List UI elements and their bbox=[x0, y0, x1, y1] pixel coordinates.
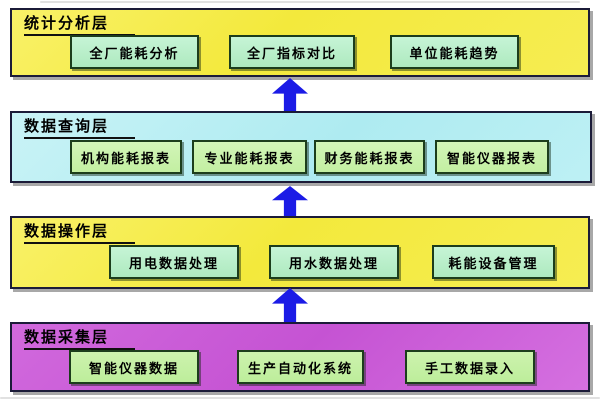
scan-artifact-top bbox=[40, 1, 580, 3]
layer-title: 数据操作层 bbox=[24, 222, 136, 245]
node-box: 生产自动化系统 bbox=[237, 350, 364, 384]
up-arrow bbox=[272, 288, 308, 322]
node-box: 手工数据录入 bbox=[405, 350, 535, 384]
node-box: 单位能耗趋势 bbox=[390, 35, 519, 69]
layer-title: 数据采集层 bbox=[24, 328, 136, 351]
layer-band-data-query: 数据查询层 机构能耗报表 专业能耗报表 财务能耗报表 智能仪器报表 bbox=[10, 111, 592, 183]
scan-artifact-bottom bbox=[0, 397, 600, 399]
layer-band-statistical-analysis: 统计分析层 全厂能耗分析 全厂指标对比 单位能耗趋势 bbox=[10, 8, 590, 77]
node-box: 智能仪器数据 bbox=[69, 350, 199, 384]
node-box: 机构能耗报表 bbox=[70, 140, 182, 174]
node-box: 用水数据处理 bbox=[269, 245, 399, 279]
layer-band-data-operation: 数据操作层 用电数据处理 用水数据处理 耗能设备管理 bbox=[10, 216, 590, 289]
up-arrow bbox=[272, 186, 308, 217]
node-box: 用电数据处理 bbox=[109, 245, 239, 279]
up-arrow bbox=[272, 78, 308, 112]
node-box: 全厂能耗分析 bbox=[70, 35, 199, 69]
layer-band-data-collection: 数据采集层 智能仪器数据 生产自动化系统 手工数据录入 bbox=[10, 322, 590, 392]
node-box: 财务能耗报表 bbox=[314, 140, 425, 174]
node-box: 全厂指标对比 bbox=[229, 35, 355, 69]
layer-title: 数据查询层 bbox=[24, 117, 136, 140]
node-box: 智能仪器报表 bbox=[435, 140, 549, 174]
node-box: 专业能耗报表 bbox=[192, 140, 307, 174]
node-box: 耗能设备管理 bbox=[432, 245, 555, 279]
layer-title: 统计分析层 bbox=[24, 14, 136, 37]
